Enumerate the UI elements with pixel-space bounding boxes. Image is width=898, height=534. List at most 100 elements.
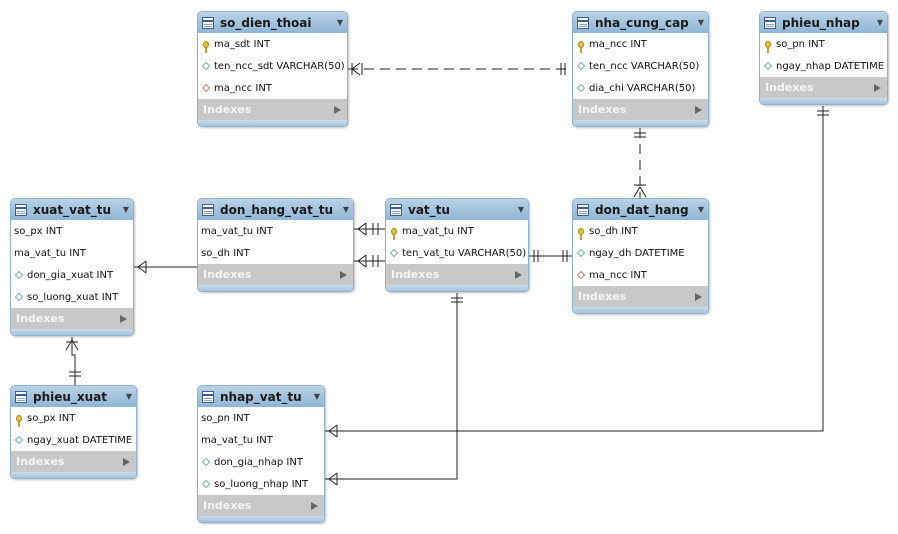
column-diamond-icon [576, 61, 586, 71]
chevron-down-icon[interactable]: ▼ [876, 18, 883, 27]
table-phieu-xuat[interactable]: phieu_xuat ▼ so_px INT ngay_xuat DATETIM… [10, 385, 137, 479]
chevron-down-icon[interactable]: ▼ [697, 18, 704, 27]
table-xuat-vat-tu[interactable]: xuat_vat_tu ▼ so_px INT ma_vat_tu INT do… [10, 198, 134, 336]
chevron-down-icon[interactable]: ▼ [517, 205, 524, 214]
column-row[interactable]: ma_ncc INT [573, 264, 708, 286]
column-label: ma_ncc INT [589, 38, 647, 50]
table-header[interactable]: nha_cung_cap ▼ [573, 12, 708, 33]
chevron-down-icon[interactable]: ▼ [125, 392, 132, 401]
column-row[interactable]: ma_vat_tu INT [386, 220, 528, 242]
indexes-bar[interactable]: Indexes [198, 495, 324, 516]
column-label: ma_vat_tu INT [201, 434, 273, 446]
table-don-hang-vat-tu[interactable]: don_hang_vat_tu ▼ ma_vat_tu INT so_dh IN… [197, 198, 354, 292]
indexes-bar[interactable]: Indexes [198, 99, 347, 120]
rel-vt-nvt [325, 293, 458, 480]
column-diamond-icon [389, 248, 399, 258]
indexes-bar[interactable]: Indexes [760, 77, 887, 98]
column-label: so_luong_nhap INT [214, 478, 309, 490]
table-header[interactable]: so_dien_thoai ▼ [198, 12, 347, 33]
chevron-down-icon[interactable]: ▼ [122, 205, 129, 214]
expand-arrow-icon[interactable] [334, 105, 341, 114]
column-row[interactable]: ma_sdt INT [198, 33, 347, 55]
indexes-bar[interactable]: Indexes [573, 99, 708, 120]
column-row[interactable]: so_pn INT [198, 407, 324, 429]
column-label: don_gia_xuat INT [27, 269, 114, 281]
table-header[interactable]: don_dat_hang ▼ [573, 199, 708, 220]
column-label: ngay_xuat DATETIME [27, 434, 133, 446]
column-row[interactable]: ngay_dh DATETIME [573, 242, 708, 264]
column-row[interactable]: ngay_nhap DATETIME [760, 55, 887, 77]
expand-arrow-icon[interactable] [120, 314, 127, 323]
table-header[interactable]: nhap_vat_tu ▼ [198, 386, 324, 407]
table-header[interactable]: vat_tu ▼ [386, 199, 528, 220]
column-label: ma_ncc INT [589, 269, 647, 281]
table-so-dien-thoai[interactable]: so_dien_thoai ▼ ma_sdt INT ten_ncc_sdt V… [197, 11, 348, 127]
column-row[interactable]: ma_vat_tu INT [198, 220, 353, 242]
column-row[interactable]: ten_ncc VARCHAR(50) [573, 55, 708, 77]
column-row[interactable]: so_px INT [11, 220, 133, 242]
indexes-bar[interactable]: Indexes [386, 264, 528, 285]
expand-arrow-icon[interactable] [515, 270, 522, 279]
table-name: phieu_nhap [782, 15, 860, 30]
table-header[interactable]: phieu_nhap ▼ [760, 12, 887, 33]
chevron-down-icon[interactable]: ▼ [342, 205, 349, 214]
column-label: ten_vat_tu VARCHAR(50) [402, 247, 527, 259]
table-nha-cung-cap[interactable]: nha_cung_cap ▼ ma_ncc INT ten_ncc VARCHA… [572, 11, 709, 127]
chevron-down-icon[interactable]: ▼ [336, 18, 343, 27]
column-row[interactable]: so_dh INT [198, 242, 353, 264]
chevron-down-icon[interactable]: ▼ [313, 392, 320, 401]
table-header[interactable]: don_hang_vat_tu ▼ [198, 199, 353, 220]
chevron-down-icon[interactable]: ▼ [697, 205, 704, 214]
indexes-label: Indexes [578, 290, 627, 303]
primary-key-icon [763, 39, 773, 53]
expand-arrow-icon[interactable] [695, 292, 702, 301]
primary-key-icon [14, 413, 24, 427]
indexes-bar[interactable]: Indexes [11, 308, 133, 329]
column-row[interactable]: so_dh INT [573, 220, 708, 242]
table-name: don_dat_hang [595, 202, 689, 217]
column-row[interactable]: ten_vat_tu VARCHAR(50) [386, 242, 528, 264]
column-row[interactable]: ngay_xuat DATETIME [11, 429, 136, 451]
column-label: so_luong_xuat INT [27, 291, 119, 303]
expand-arrow-icon[interactable] [340, 270, 347, 279]
column-row[interactable]: don_gia_nhap INT [198, 451, 324, 473]
column-row[interactable]: dia_chi VARCHAR(50) [573, 77, 708, 99]
table-name: don_hang_vat_tu [220, 202, 334, 217]
indexes-bar[interactable]: Indexes [198, 264, 353, 285]
table-vat-tu[interactable]: vat_tu ▼ ma_vat_tu INT ten_vat_tu VARCHA… [385, 198, 529, 292]
column-row[interactable]: ma_ncc INT [198, 77, 347, 99]
indexes-bar[interactable]: Indexes [11, 451, 136, 472]
column-row[interactable]: so_px INT [11, 407, 136, 429]
column-row[interactable]: ma_ncc INT [573, 33, 708, 55]
table-nhap-vat-tu[interactable]: nhap_vat_tu ▼ so_pn INT ma_vat_tu INT do… [197, 385, 325, 523]
column-label: so_pn INT [201, 412, 250, 424]
table-header[interactable]: xuat_vat_tu ▼ [11, 199, 133, 220]
table-phieu-nhap[interactable]: phieu_nhap ▼ so_pn INT ngay_nhap DATETIM… [759, 11, 888, 105]
column-diamond-icon [763, 61, 773, 71]
primary-key-icon [576, 226, 586, 240]
expand-arrow-icon[interactable] [874, 83, 881, 92]
table-icon [15, 203, 27, 216]
column-label: so_pn INT [776, 38, 825, 50]
foreign-key-diamond-icon [576, 270, 586, 280]
expand-arrow-icon[interactable] [695, 105, 702, 114]
column-row[interactable]: so_luong_nhap INT [198, 473, 324, 495]
expand-arrow-icon[interactable] [123, 457, 130, 466]
column-row[interactable]: ma_vat_tu INT [198, 429, 324, 451]
table-icon [202, 16, 214, 29]
column-row[interactable]: don_gia_xuat INT [11, 264, 133, 286]
expand-arrow-icon[interactable] [311, 501, 318, 510]
column-diamond-icon [14, 435, 24, 445]
table-header[interactable]: phieu_xuat ▼ [11, 386, 136, 407]
column-row[interactable]: ma_vat_tu INT [11, 242, 133, 264]
indexes-bar[interactable]: Indexes [573, 286, 708, 307]
primary-key-icon [201, 39, 211, 53]
table-don-dat-hang[interactable]: don_dat_hang ▼ so_dh INT ngay_dh DATETIM… [572, 198, 709, 314]
table-icon [202, 203, 214, 216]
table-footer [198, 516, 324, 522]
column-row[interactable]: so_pn INT [760, 33, 887, 55]
column-row[interactable]: ten_ncc_sdt VARCHAR(50) [198, 55, 347, 77]
column-row[interactable]: so_luong_xuat INT [11, 286, 133, 308]
column-diamond-icon [576, 83, 586, 93]
column-diamond-icon [201, 61, 211, 71]
